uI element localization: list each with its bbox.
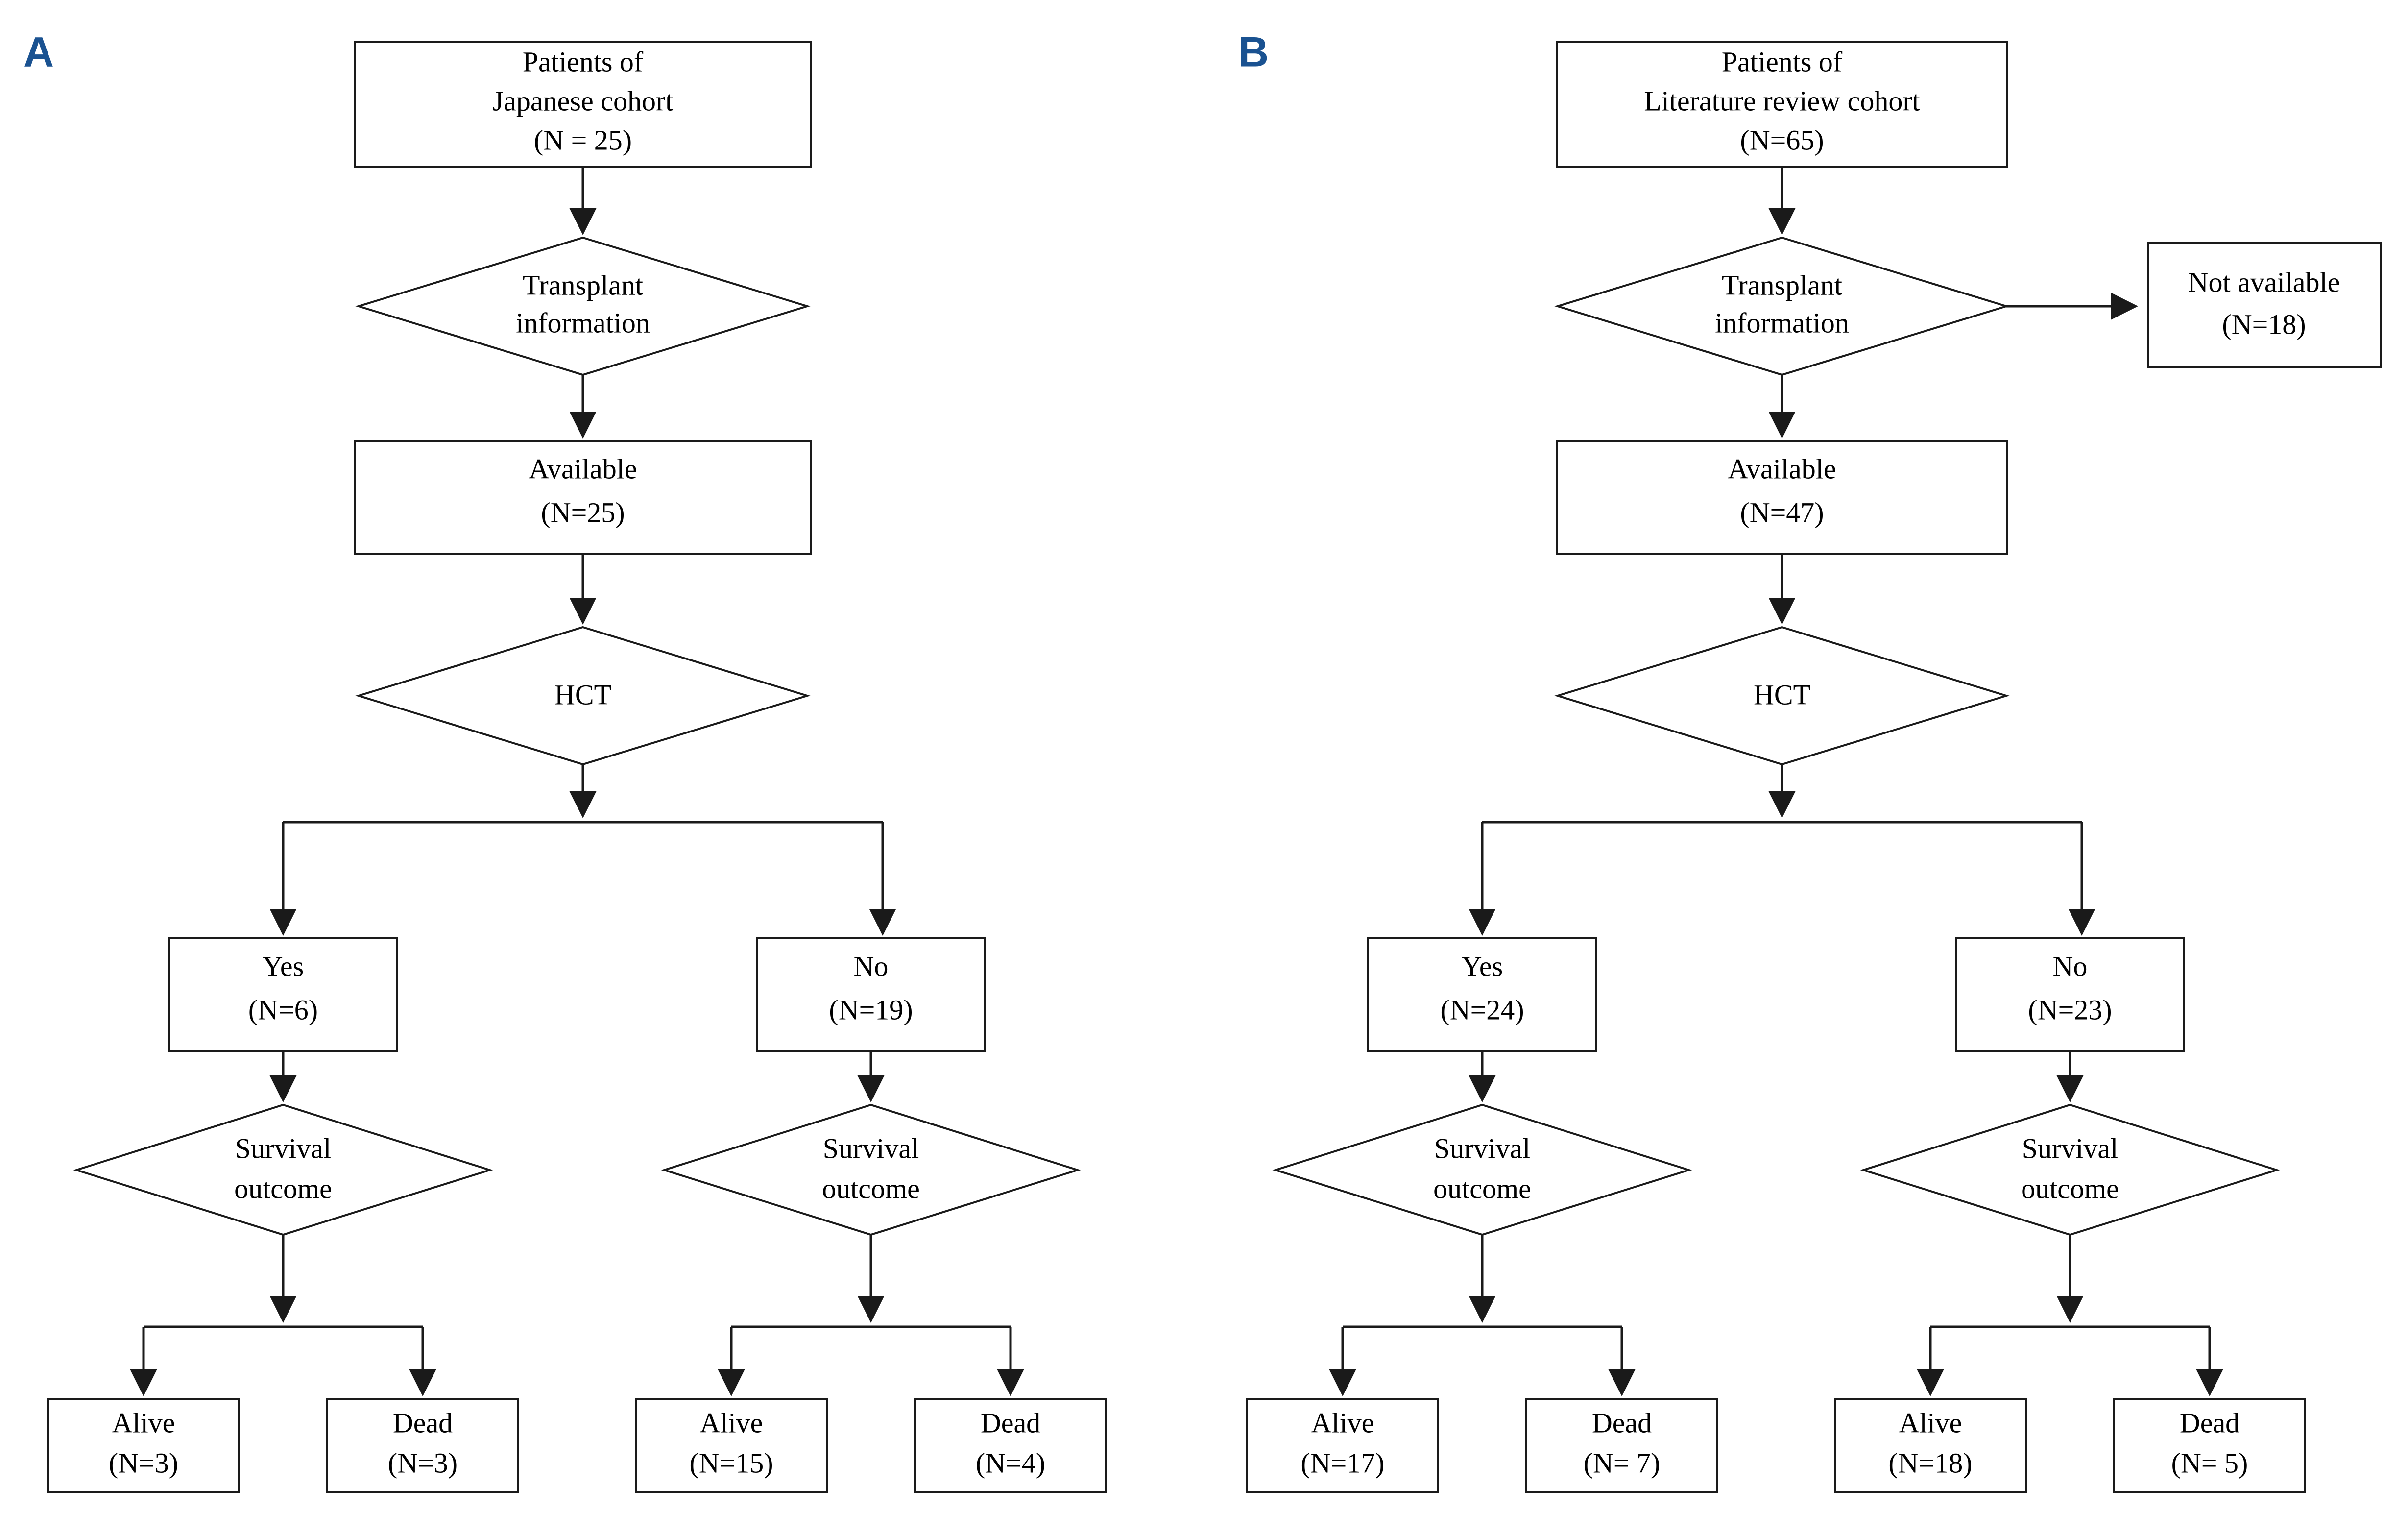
- panel-a-hct-yes-box: Yes (N=6): [168, 937, 398, 1052]
- panel-a-source-line3: (N = 25): [534, 124, 632, 156]
- panel-a-transplant-line1: Transplant: [523, 269, 643, 301]
- panel-a-available-line2: (N=25): [541, 496, 625, 528]
- panel-b-yes-alive-box: Alive (N=17): [1246, 1398, 1439, 1493]
- panel-a-survival-no-line2: outcome: [822, 1172, 920, 1204]
- panel-b-no-alive-box: Alive (N=18): [1834, 1398, 2027, 1493]
- panel-b-transplant-line2: information: [1715, 307, 1849, 339]
- panel-a: A Patients of Japanese cohort (N = 25) T…: [24, 29, 1107, 1493]
- panel-b-no-dead-line1: Dead: [2180, 1407, 2239, 1439]
- panel-b-not-available-line1: Not available: [2188, 266, 2340, 298]
- panel-a-source-box: Patients of Japanese cohort (N = 25): [354, 41, 812, 168]
- panel-a-no-alive-line2: (N=15): [689, 1447, 773, 1479]
- panel-a-yes-line1: Yes: [263, 950, 304, 982]
- panel-a-no-line1: No: [854, 950, 889, 982]
- panel-b-survival-yes-line1: Survival: [1434, 1132, 1531, 1164]
- panel-b-yes-alive-line2: (N=17): [1300, 1447, 1384, 1479]
- panel-a-survival-no-decision: Survival outcome: [661, 1103, 1081, 1236]
- panel-a-hct-decision: HCT: [355, 626, 811, 766]
- panel-a-no-dead-line1: Dead: [981, 1407, 1040, 1439]
- panel-a-hct-no-box: No (N=19): [756, 937, 986, 1052]
- panel-b-yes-line2: (N=24): [1440, 994, 1524, 1025]
- panel-b-label: B: [1238, 29, 1269, 76]
- panel-b-survival-no-decision: Survival outcome: [1860, 1103, 2280, 1236]
- panel-b-source-line1: Patients of: [1722, 46, 1843, 77]
- panel-a-yes-line2: (N=6): [248, 994, 318, 1025]
- panel-a-transplant-decision: Transplant information: [355, 236, 811, 376]
- panel-a-yes-alive-box: Alive (N=3): [47, 1398, 240, 1493]
- panel-b-no-dead-line2: (N= 5): [2171, 1447, 2248, 1479]
- panel-b-survival-no-line1: Survival: [2022, 1132, 2119, 1164]
- panel-a-no-dead-box: Dead (N=4): [914, 1398, 1107, 1493]
- panel-b-no-line1: No: [2053, 950, 2088, 982]
- panel-b-not-available-box: Not available (N=18): [2147, 242, 2382, 368]
- panel-a-yes-dead-line1: Dead: [393, 1407, 453, 1439]
- panel-b-source-line2: Literature review cohort: [1644, 85, 1920, 117]
- panel-b-source-box: Patients of Literature review cohort (N=…: [1556, 41, 2008, 168]
- panel-a-no-alive-line1: Alive: [700, 1407, 763, 1439]
- panel-b-hct-no-box: No (N=23): [1955, 937, 2185, 1052]
- panel-b-survival-no-line2: outcome: [2021, 1172, 2119, 1204]
- panel-b-available-box: Available (N=47): [1556, 440, 2008, 555]
- panel-a-yes-alive-line1: Alive: [112, 1407, 175, 1439]
- panel-a-survival-no-line1: Survival: [823, 1132, 919, 1164]
- panel-b-no-alive-line1: Alive: [1899, 1407, 1962, 1439]
- panel-b-hct-label: HCT: [1754, 679, 1810, 710]
- panel-b-source-line3: (N=65): [1740, 124, 1824, 156]
- panel-b-no-alive-line2: (N=18): [1888, 1447, 1972, 1479]
- panel-a-transplant-line2: information: [516, 307, 650, 339]
- panel-b-hct-decision: HCT: [1554, 626, 2010, 766]
- panel-b-no-dead-box: Dead (N= 5): [2113, 1398, 2306, 1493]
- panel-b-no-line2: (N=23): [2028, 994, 2112, 1025]
- panel-a-hct-label: HCT: [554, 679, 611, 710]
- panel-b-yes-dead-line1: Dead: [1592, 1407, 1652, 1439]
- panel-a-survival-yes-line1: Survival: [235, 1132, 332, 1164]
- panel-a-yes-alive-line2: (N=3): [109, 1447, 178, 1479]
- panel-b-available-line1: Available: [1728, 453, 1836, 485]
- panel-a-yes-dead-box: Dead (N=3): [326, 1398, 519, 1493]
- panel-b-yes-line1: Yes: [1462, 950, 1503, 982]
- panel-b-yes-alive-line1: Alive: [1311, 1407, 1374, 1439]
- panel-b-available-line2: (N=47): [1740, 496, 1824, 528]
- panel-b-survival-yes-line2: outcome: [1433, 1172, 1531, 1204]
- panel-a-no-dead-line2: (N=4): [976, 1447, 1045, 1479]
- panel-b-hct-yes-box: Yes (N=24): [1367, 937, 1597, 1052]
- panel-a-survival-yes-line2: outcome: [234, 1172, 332, 1204]
- panel-b-not-available-line2: (N=18): [2222, 308, 2306, 340]
- panel-a-no-alive-box: Alive (N=15): [635, 1398, 828, 1493]
- panel-b-survival-yes-decision: Survival outcome: [1272, 1103, 1692, 1236]
- panel-a-available-line1: Available: [529, 453, 637, 485]
- panel-b-transplant-line1: Transplant: [1722, 269, 1842, 301]
- panel-a-label: A: [24, 29, 54, 76]
- panel-a-source-line2: Japanese cohort: [493, 85, 674, 117]
- panel-a-yes-dead-line2: (N=3): [388, 1447, 458, 1479]
- panel-a-available-box: Available (N=25): [354, 440, 812, 555]
- panel-b-transplant-decision: Transplant information: [1554, 236, 2010, 376]
- panel-b: B Patients of Literature review cohort (…: [1238, 29, 2382, 1493]
- panel-a-source-line1: Patients of: [523, 46, 644, 77]
- panel-a-no-line2: (N=19): [829, 994, 913, 1025]
- panel-a-survival-yes-decision: Survival outcome: [73, 1103, 493, 1236]
- panel-b-yes-dead-box: Dead (N= 7): [1525, 1398, 1718, 1493]
- panel-b-yes-dead-line2: (N= 7): [1584, 1447, 1661, 1479]
